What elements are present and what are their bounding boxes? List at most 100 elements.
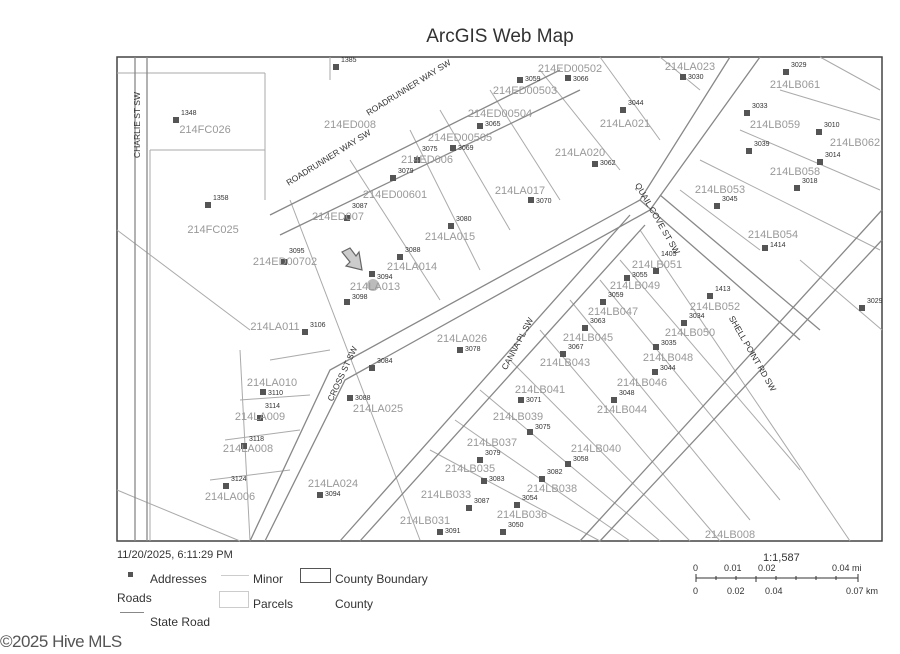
parcel-line: [599, 56, 661, 141]
address-label: 3106: [310, 322, 326, 329]
address-point-icon[interactable]: [205, 202, 211, 208]
address-point-icon[interactable]: [528, 197, 534, 203]
road-line: [639, 199, 801, 341]
address-point-icon[interactable]: [344, 215, 350, 221]
address-point-icon[interactable]: [414, 157, 420, 163]
address-point-icon[interactable]: [783, 69, 789, 75]
address-label: 3066: [573, 76, 589, 83]
address-point-icon[interactable]: [653, 268, 659, 274]
address-point-icon[interactable]: [241, 443, 247, 449]
address-point-icon[interactable]: [681, 320, 687, 326]
parcel-line: [509, 359, 691, 542]
parcel-label: 214LB033: [421, 489, 471, 501]
address-point-icon[interactable]: [333, 64, 339, 70]
parcel-line: [699, 159, 881, 251]
address-point-icon[interactable]: [369, 365, 375, 371]
address-point-icon[interactable]: [565, 75, 571, 81]
address-label: 1405: [661, 251, 677, 258]
address-point-icon[interactable]: [680, 74, 686, 80]
parcel-label: 214ED00601: [363, 189, 427, 201]
address-point-icon[interactable]: [448, 223, 454, 229]
address-point-icon[interactable]: [565, 461, 571, 467]
address-point-icon[interactable]: [652, 369, 658, 375]
address-point-icon[interactable]: [620, 107, 626, 113]
minor-road-legend-icon: [221, 575, 249, 576]
address-point-icon[interactable]: [260, 389, 266, 395]
address-point-icon[interactable]: [624, 275, 630, 281]
address-point-icon[interactable]: [397, 254, 403, 260]
address-point-icon[interactable]: [817, 159, 823, 165]
address-label: 3070: [536, 198, 552, 205]
legend-state-road: State Road: [150, 615, 211, 629]
address-point-icon[interactable]: [344, 299, 350, 305]
address-point-icon[interactable]: [592, 161, 598, 167]
address-label: 3029: [867, 298, 883, 305]
address-point-icon[interactable]: [714, 203, 720, 209]
address-point-icon[interactable]: [481, 478, 487, 484]
address-point-icon[interactable]: [582, 325, 588, 331]
address-point-icon[interactable]: [744, 110, 750, 116]
address-point-icon[interactable]: [816, 129, 822, 135]
address-point-icon[interactable]: [859, 305, 865, 311]
parcel-line: [659, 56, 701, 91]
address-point-icon[interactable]: [560, 351, 566, 357]
parcel-label: 214LB031: [400, 515, 450, 527]
address-point-icon[interactable]: [514, 502, 520, 508]
parcel-line: [439, 109, 511, 231]
address-label: 3094: [325, 491, 341, 498]
legend-addresses: Addresses: [150, 572, 207, 586]
address-point-icon[interactable]: [707, 293, 713, 299]
parcel-label: 214LB047: [588, 306, 638, 318]
address-label: 1414: [770, 242, 786, 249]
address-point-icon[interactable]: [369, 271, 375, 277]
parcel-label: 214ED006: [401, 154, 453, 166]
address-point-icon[interactable]: [390, 175, 396, 181]
address-label: 3082: [547, 469, 563, 476]
address-point-icon[interactable]: [457, 347, 463, 353]
address-point-icon[interactable]: [466, 505, 472, 511]
parcel-line: [539, 329, 721, 542]
parcel-label: 214ED00702: [253, 256, 317, 268]
address-point-icon[interactable]: [762, 245, 768, 251]
scale-km-1: 0.02: [727, 586, 745, 596]
parcel-label: 214LB043: [540, 357, 590, 369]
address-point-icon[interactable]: [500, 529, 506, 535]
road-label: CHARLIE ST SW: [132, 92, 142, 158]
address-point-icon[interactable]: [746, 148, 752, 154]
parcel-line: [539, 69, 621, 171]
address-point-icon[interactable]: [477, 457, 483, 463]
address-point-icon[interactable]: [517, 77, 523, 83]
parcel-label: 214ED007: [312, 211, 364, 223]
address-point-icon[interactable]: [302, 329, 308, 335]
address-point-icon[interactable]: [794, 185, 800, 191]
address-point-icon[interactable]: [223, 483, 229, 489]
scale-mi-1: 0.01: [724, 563, 742, 573]
address-label: 3065: [485, 121, 501, 128]
address-point-icon[interactable]: [257, 415, 263, 421]
address-point-icon[interactable]: [437, 529, 443, 535]
address-label: 3094: [377, 274, 393, 281]
parcel-label: 214LA013: [350, 281, 400, 293]
address-point-icon[interactable]: [600, 299, 606, 305]
address-point-icon[interactable]: [173, 117, 179, 123]
address-point-icon[interactable]: [450, 145, 456, 151]
address-point-icon[interactable]: [477, 123, 483, 129]
parcel-line: [209, 469, 291, 481]
parcel-label: 214LB044: [597, 404, 647, 416]
subject-arrow-icon[interactable]: [341, 247, 379, 291]
parcel-label: 214ED00505: [428, 132, 492, 144]
address-point-icon[interactable]: [539, 476, 545, 482]
address-points: [173, 64, 865, 535]
address-point-icon[interactable]: [611, 397, 617, 403]
parcel-line: [429, 449, 601, 542]
address-label: 3048: [619, 390, 635, 397]
address-point-icon[interactable]: [527, 429, 533, 435]
address-point-icon[interactable]: [281, 259, 287, 265]
address-point-icon[interactable]: [317, 492, 323, 498]
address-point-icon[interactable]: [518, 397, 524, 403]
address-point-icon[interactable]: [347, 395, 353, 401]
address-point-icon[interactable]: [653, 344, 659, 350]
timestamp: 11/20/2025, 6:11:29 PM: [117, 549, 233, 561]
legend-roads: Roads: [117, 591, 152, 605]
